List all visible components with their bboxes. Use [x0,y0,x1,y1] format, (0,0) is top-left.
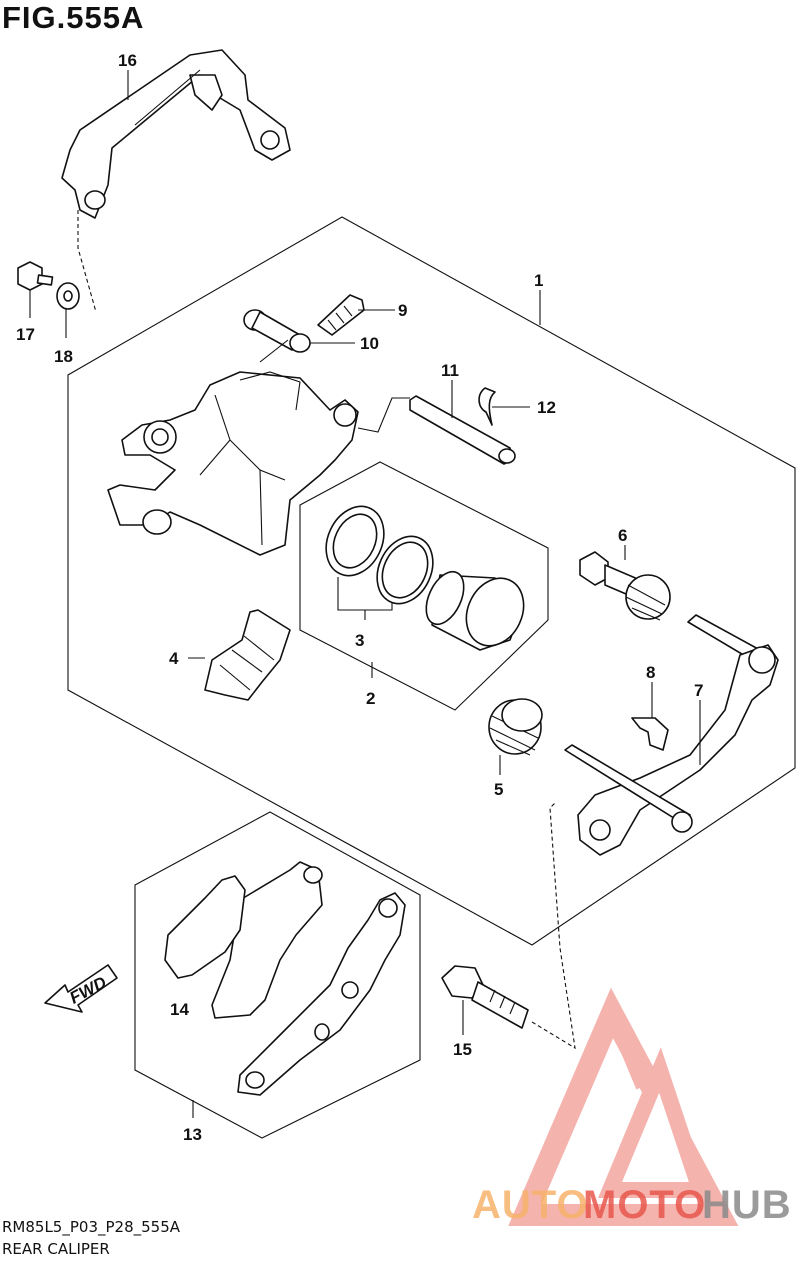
brake-pad-outer [237,892,406,1096]
callout-10: 10 [360,334,379,353]
watermark-logo [508,987,739,1226]
pin-boot [488,698,543,756]
bleeder-valve [317,294,365,336]
watermark-moto: MOTO [583,1183,706,1227]
callout-labels: 16 1 9 10 17 18 11 12 6 3 4 8 2 7 5 14 1… [16,51,703,1144]
callout-2: 2 [366,689,375,708]
callout-4: 4 [169,649,179,668]
callout-18: 18 [54,347,73,366]
watermark-hub: HUB [702,1183,792,1227]
bleeder-cap [243,309,311,353]
assembly-boundary [67,216,796,946]
callout-14: 14 [170,1000,189,1019]
piston-group-boundary [299,461,549,711]
caliper-body [107,371,359,556]
pad-pin [409,395,516,465]
forward-arrow-icon: FWD [44,964,118,1013]
watermark-text: AUTO MOTO HUB [472,1183,792,1227]
retainer-clip [631,717,669,751]
piston-seals [325,505,434,611]
figure-title: FIG.555A [2,0,145,35]
bracket-washer [56,282,80,310]
holder-bolt [441,965,529,1029]
figure-name: REAR CALIPER [2,1240,110,1258]
callout-9: 9 [398,301,407,320]
callout-11: 11 [441,361,459,380]
bracket-bolt [17,261,54,291]
callout-16: 16 [118,51,137,70]
callout-6: 6 [618,526,627,545]
callout-13: 13 [183,1125,202,1144]
pin-clip [478,387,496,426]
callout-1: 1 [534,271,543,290]
brake-pad-inner [211,861,323,1019]
callout-7: 7 [694,681,703,700]
watermark-auto: AUTO [472,1183,589,1227]
pad-group-boundary [134,811,421,1139]
figure-code: RM85L5_P03_P28_555A [2,1218,181,1236]
callout-3: 3 [355,631,364,650]
caliper-holder [564,614,779,856]
slide-bolt [579,551,671,621]
callout-15: 15 [453,1040,472,1059]
callout-8: 8 [646,663,655,682]
caliper-bracket [61,49,291,219]
pad-shim [164,875,246,979]
callout-12: 12 [537,398,556,417]
callout-17: 17 [16,325,35,344]
caliper-piston [425,570,525,651]
callout-5: 5 [494,780,503,799]
pad-spring [204,609,291,701]
leader-lines [29,70,701,1118]
